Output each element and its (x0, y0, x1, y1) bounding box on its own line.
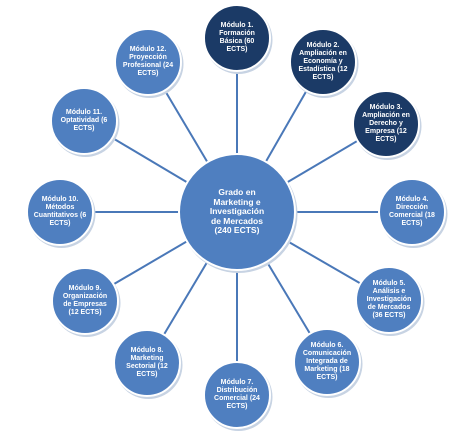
module-node-11: Módulo 11. Optatividad (6 ECTS) (60, 109, 108, 132)
module-node-m2-circle (289, 28, 357, 96)
module-node-3: Módulo 3. Ampliación en Derecho y Empres… (362, 104, 410, 143)
module-node-m6-circle (293, 328, 361, 396)
module-node-9: Módulo 9. Organización de Empresas (12 E… (62, 285, 108, 316)
center-node-circle (178, 153, 296, 271)
module-node-m5-circle (355, 266, 423, 334)
center-node-degree: Grado en Marketing e Investigación de Me… (209, 187, 265, 236)
module-node-2: Módulo 2. Ampliación en Economía y Estad… (298, 42, 348, 81)
module-node-m11-circle (50, 87, 118, 155)
module-node-1: Módulo 1. Formación Básica (60 ECTS) (219, 22, 255, 53)
module-node-10: Módulo 10. Métodos Cuantitativos (6 ECTS… (33, 196, 87, 227)
module-node-m10-circle (26, 178, 94, 246)
module-node-m1-circle (203, 4, 271, 72)
module-node-m7-circle (203, 361, 271, 429)
module-node-m9-circle (51, 267, 119, 335)
module-node-5: Módulo 5. Análisis e Investigación de Me… (366, 280, 412, 319)
module-node-6: Módulo 6. Comunicación Integrada de Mark… (302, 342, 352, 381)
module-node-m8-circle (113, 329, 181, 397)
module-node-12: Módulo 12. Proyección Profesional (24 EC… (122, 46, 174, 77)
module-node-m3-circle (352, 90, 420, 158)
module-node-4: Módulo 4. Dirección Comercial (18 ECTS) (389, 196, 435, 227)
module-node-7: Módulo 7. Distribución Comercial (24 ECT… (214, 379, 260, 410)
module-node-m4-circle (378, 178, 446, 246)
module-node-m12-circle (114, 28, 182, 96)
module-node-8: Módulo 8. Marketing Sectorial (12 ECTS) (126, 347, 168, 378)
